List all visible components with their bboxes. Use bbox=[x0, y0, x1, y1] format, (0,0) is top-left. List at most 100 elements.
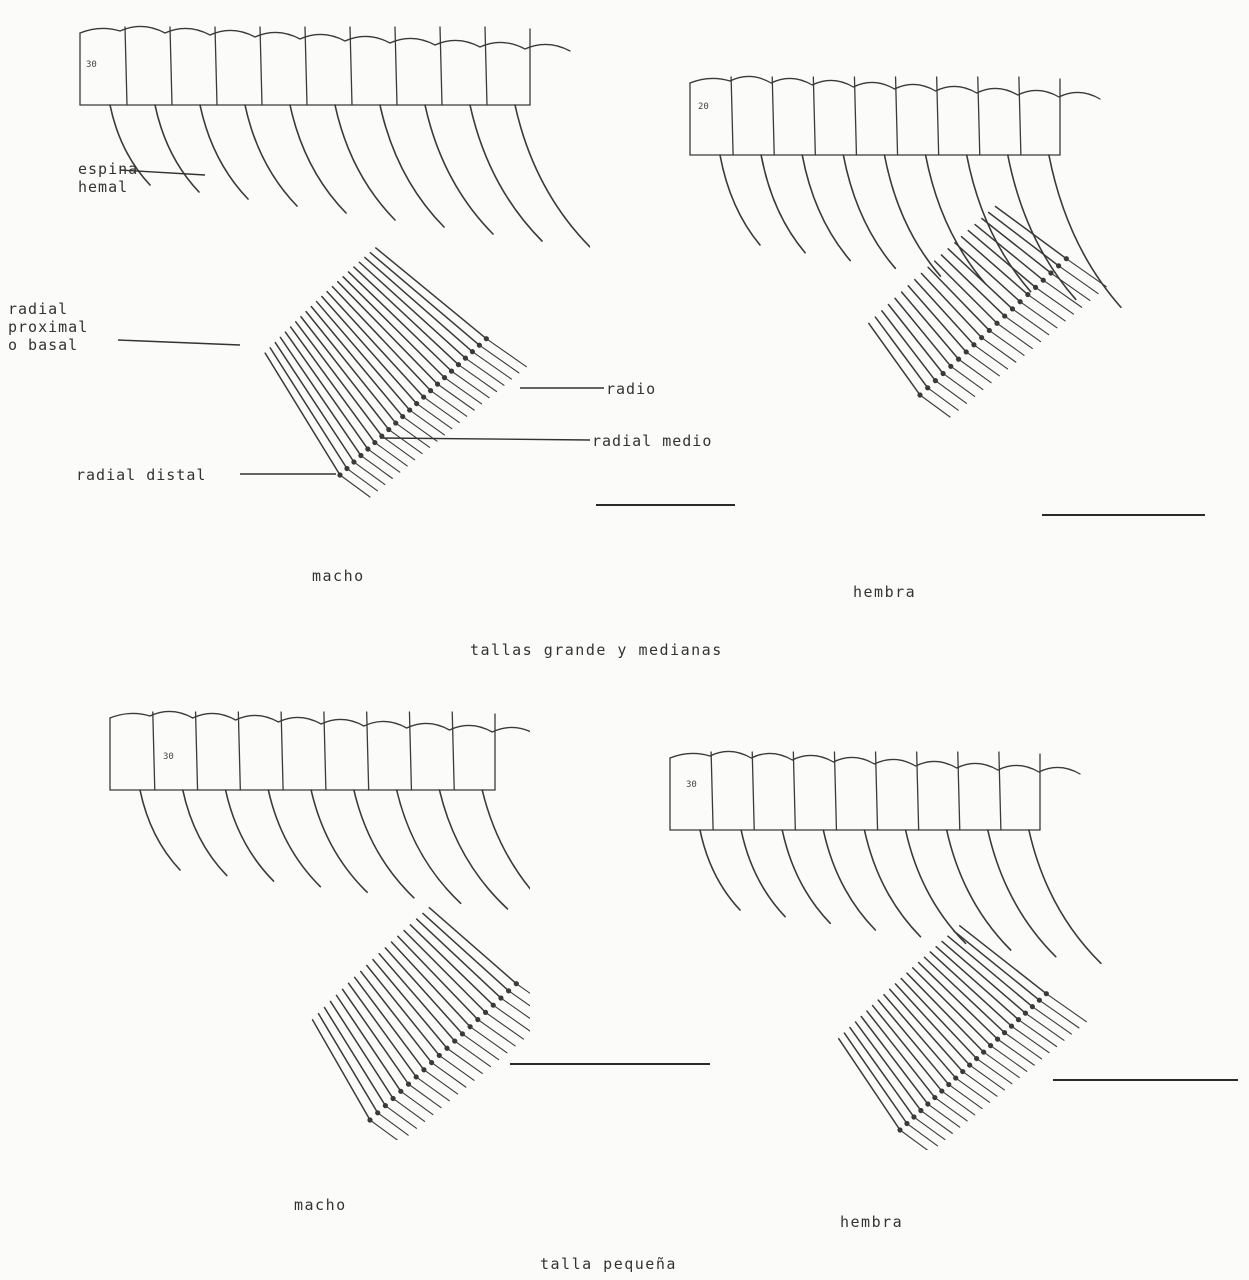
fin-ray bbox=[951, 366, 983, 389]
radial-joint bbox=[375, 1110, 380, 1115]
fin-ray bbox=[1036, 287, 1074, 314]
fin-ray bbox=[439, 1055, 474, 1080]
fin-ray bbox=[370, 1120, 400, 1140]
vertebra-divider bbox=[937, 77, 939, 155]
panel-caption-bottom-left: macho bbox=[294, 1196, 347, 1214]
radial-joint bbox=[1002, 313, 1007, 318]
radial-joint bbox=[1016, 1017, 1021, 1022]
vertebra-divider bbox=[958, 752, 960, 830]
fin-ray bbox=[1018, 1020, 1056, 1047]
vertebra-divider bbox=[485, 27, 487, 105]
fin-ray bbox=[977, 1059, 1012, 1084]
fin-ray bbox=[989, 330, 1024, 355]
fin-ray bbox=[970, 1065, 1005, 1090]
radial-joint bbox=[393, 420, 398, 425]
radial-joint bbox=[974, 1056, 979, 1061]
fin-skeleton-drawing bbox=[660, 730, 1120, 1150]
fin-ray bbox=[462, 1034, 498, 1060]
radial-joint bbox=[1033, 285, 1038, 290]
fin-ray bbox=[1025, 1013, 1064, 1040]
radial-joint bbox=[981, 1049, 986, 1054]
radial-joint bbox=[429, 1060, 434, 1065]
fin-ray bbox=[943, 373, 975, 396]
radial-joint bbox=[960, 1069, 965, 1074]
fin-ray bbox=[935, 381, 966, 404]
radial-joint bbox=[428, 388, 433, 393]
fin-ray bbox=[974, 345, 1008, 369]
radial-joint bbox=[964, 349, 969, 354]
group-caption-top: tallas grande y medianas bbox=[470, 641, 723, 659]
radial-joint bbox=[1044, 991, 1049, 996]
radial-proximal bbox=[948, 249, 1012, 309]
radial-joint bbox=[442, 375, 447, 380]
radial-proximal bbox=[901, 979, 976, 1059]
fin-ray bbox=[928, 388, 959, 410]
haemal-spine bbox=[700, 830, 740, 910]
panel-caption-top-left: macho bbox=[312, 567, 365, 585]
fin-ray bbox=[438, 384, 475, 410]
radial-joint bbox=[470, 349, 475, 354]
fin-ray bbox=[1028, 295, 1065, 321]
radial-joint bbox=[386, 427, 391, 432]
radial-joint bbox=[925, 385, 930, 390]
skeleton-panel-bottom-right bbox=[660, 730, 1120, 1150]
vertebra-divider bbox=[409, 712, 411, 790]
fin-ray bbox=[982, 338, 1016, 363]
haemal-spine bbox=[802, 155, 850, 261]
fin-ray bbox=[1051, 273, 1090, 300]
haemal-spine bbox=[425, 105, 493, 234]
radial-joint bbox=[506, 988, 511, 993]
radial-proximal bbox=[936, 947, 1018, 1020]
radial-joint bbox=[1030, 1004, 1035, 1009]
label-radio: radio bbox=[606, 380, 656, 398]
radial-joint bbox=[398, 1089, 403, 1094]
radial-joint bbox=[460, 1031, 465, 1036]
fin-ray bbox=[385, 1106, 416, 1129]
label-radial-distal: radial distal bbox=[76, 466, 206, 484]
fin-ray bbox=[1046, 994, 1086, 1022]
label-radial-medio: radial medio bbox=[592, 432, 712, 450]
haemal-spine bbox=[482, 790, 530, 914]
radial-joint bbox=[444, 1046, 449, 1051]
fin-ray bbox=[900, 1130, 930, 1150]
radial-proximal bbox=[960, 926, 1047, 994]
fin-ray bbox=[417, 404, 452, 429]
fin-ray bbox=[401, 1091, 433, 1114]
fin-ray bbox=[375, 443, 407, 466]
fin-ray bbox=[949, 1085, 982, 1109]
radial-joint bbox=[904, 1121, 909, 1126]
skeleton-panel-top-right bbox=[680, 55, 1180, 455]
fin-ray bbox=[907, 1124, 937, 1146]
radial-proximal bbox=[890, 989, 963, 1071]
radial-joint bbox=[1023, 1011, 1028, 1016]
vertebra-divider bbox=[305, 27, 307, 105]
fin-ray bbox=[347, 469, 377, 491]
vertebra-divider bbox=[196, 712, 198, 790]
fin-ray bbox=[1066, 259, 1106, 287]
haemal-spine bbox=[967, 155, 1031, 292]
fin-ray bbox=[1020, 302, 1057, 328]
fin-ray bbox=[959, 359, 992, 383]
radial-joint bbox=[971, 342, 976, 347]
radial-joint bbox=[1025, 292, 1030, 297]
fin-skeleton-drawing bbox=[100, 700, 530, 1140]
vertebra-divider bbox=[772, 77, 774, 155]
vertebra-number: 20 bbox=[698, 102, 709, 112]
group-caption-bottom: talla pequeña bbox=[540, 1255, 677, 1273]
vertebra-divider bbox=[752, 752, 754, 830]
fin-ray bbox=[403, 417, 437, 442]
fin-ray bbox=[410, 410, 445, 435]
skeleton-strokes bbox=[110, 711, 530, 1140]
radial-proximal bbox=[948, 936, 1032, 1006]
fin-ray bbox=[1032, 1007, 1071, 1034]
radial-proximal bbox=[989, 212, 1059, 265]
haemal-spine bbox=[988, 830, 1056, 957]
haemal-spine bbox=[200, 105, 248, 199]
radial-joint bbox=[379, 433, 384, 438]
skeleton-strokes bbox=[670, 751, 1101, 1150]
haemal-spine bbox=[245, 105, 297, 206]
fin-ray bbox=[393, 1098, 425, 1121]
fin-ray bbox=[963, 1072, 997, 1097]
vertebra-divider bbox=[452, 712, 454, 790]
radial-proximal bbox=[902, 292, 959, 359]
